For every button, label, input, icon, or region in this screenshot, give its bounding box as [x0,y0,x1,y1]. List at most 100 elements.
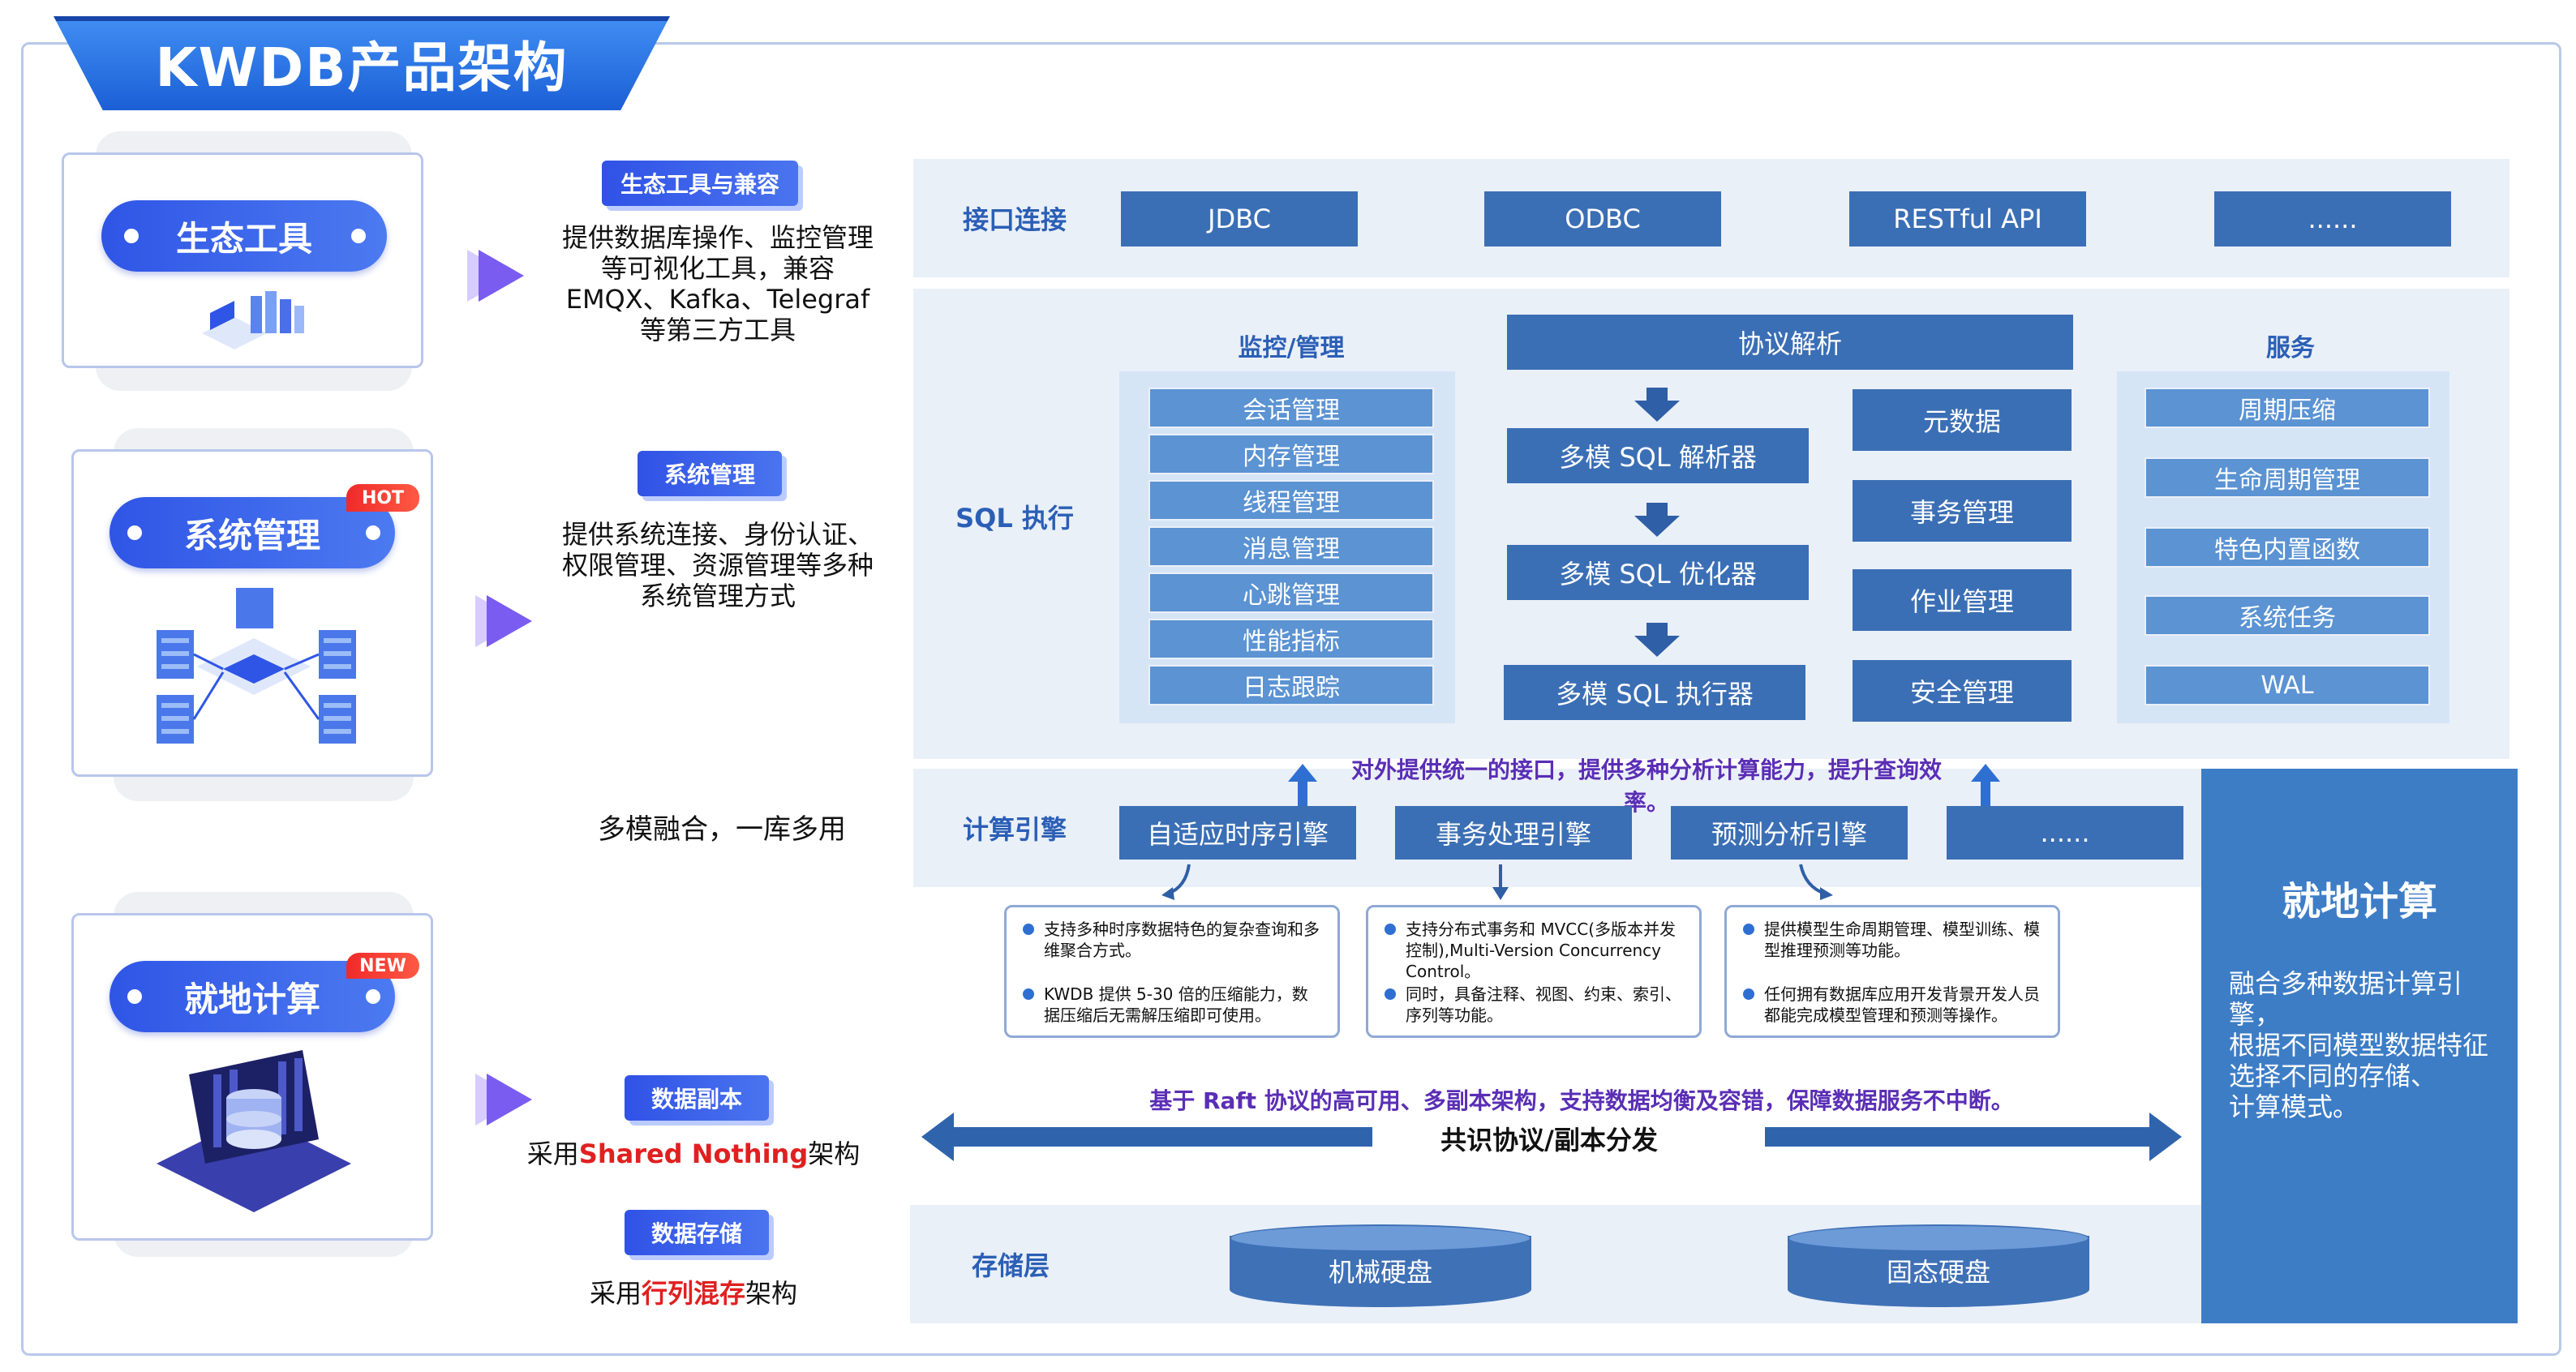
pill-dot [366,525,380,540]
consensus-banner: 基于 Raft 协议的高可用、多副本架构，支持数据均衡及容错，保障数据服务不中断… [1149,1087,2014,1114]
curved-arrow-icon [1799,864,1833,900]
monitor-item: 内存管理 [1148,434,1434,474]
hdd-cylinder-top [1230,1224,1531,1252]
service-item: 生命周期管理 [2145,457,2430,498]
desc-line: 计算模式。 [2229,1091,2359,1122]
engine-note-card: 支持分布式事务和 MVCC(多版本并发控制),Multi-Version Con… [1366,905,1702,1038]
note-item: 任何拥有数据库应用开发背景开发人员都能完成模型管理和预测等操作。 [1743,984,2043,1026]
outer-frame [21,42,2561,1356]
side-job: 作业管理 [1853,569,2072,631]
storage-label: 存储层 [971,1250,1050,1281]
new-badge: NEW [346,953,419,979]
pill-dot [127,525,142,540]
play-arrow-icon [487,1074,532,1125]
storage-ssd: 固态硬盘 [1886,1257,1990,1288]
desc-line: 等第三方工具 [639,315,796,345]
service-item: 特色内置函数 [2145,527,2430,568]
engine-predictive: 预测分析引擎 [1671,806,1908,860]
desc-line: 权限管理、资源管理等多种 [561,550,874,581]
interface-jdbc: JDBC [1121,191,1358,247]
desc-line: 提供数据库操作、监控管理 [561,222,874,253]
pill-dot [351,229,366,243]
down-arrow-stem [1646,503,1668,516]
down-arrow-stem [1646,623,1668,636]
note-text: 支持分布式事务和 MVCC(多版本并发控制),Multi-Version Con… [1406,920,1677,981]
engine-note-card: 提供模型生命周期管理、模型训练、模型推理预测等功能。 任何拥有数据库应用开发背景… [1724,905,2060,1038]
note-text: KWDB 提供 5-30 倍的压缩能力，数据压缩后无需解压缩即可使用。 [1044,984,1308,1025]
curved-arrow-icon [1161,864,1191,900]
hot-badge: HOT [346,484,419,512]
ssd-cylinder-top [1788,1224,2089,1252]
desc-line: 融合多种数据计算引擎， [2229,968,2463,1030]
desc-suffix: 架构 [745,1278,798,1309]
compute-label: 计算引擎 [962,814,1067,845]
desc-suffix: 架构 [808,1138,861,1169]
engine-more: ...... [1947,806,2183,860]
monitor-item: 性能指标 [1148,619,1434,659]
sql-executor: 多模 SQL 执行器 [1504,665,1805,720]
storage-tag: 数据存储 [625,1210,769,1255]
service-item: 系统任务 [2145,595,2430,636]
interface-restful: RESTful API [1849,191,2086,247]
sql-parser: 多模 SQL 解析器 [1507,428,1809,483]
system-card: 系统管理 HOT [71,449,433,777]
replica-description: 采用Shared Nothing架构 [503,1138,884,1169]
ecosystem-card: 生态工具 [62,152,423,368]
side-security: 安全管理 [1853,660,2072,722]
engine-transaction: 事务处理引擎 [1395,806,1632,860]
desc-line: EMQX、Kafka、Telegraf [565,284,870,315]
side-transaction: 事务管理 [1853,480,2072,542]
service-title: 服务 [2266,334,2315,362]
note-item: 同时，具备注释、视图、约束、索引、序列等功能。 [1385,984,1685,1026]
monitor-title: 监控/管理 [1238,334,1345,362]
right-arrow-icon [1765,1113,2182,1161]
desc-line: 等可视化工具，兼容 [600,253,835,284]
ecosystem-tag: 生态工具与兼容 [602,161,798,206]
monitor-item: 会话管理 [1148,388,1434,428]
desc-highlight: 行列混存 [641,1278,745,1309]
down-arrow-icon [1634,516,1680,537]
down-arrow-icon [1492,864,1509,900]
sql-optimizer: 多模 SQL 优化器 [1507,545,1809,600]
ecosystem-label: 生态工具 [175,218,312,259]
edge-compute-title: 就地计算 [2281,879,2437,924]
desc-line: 根据不同模型数据特征 [2229,1030,2489,1061]
monitor-item: 消息管理 [1148,526,1434,567]
title-tab [54,16,670,110]
compute-banner: 对外提供统一的接口，提供多种分析计算能力，提升查询效率。 [1350,757,1942,816]
note-item: 支持分布式事务和 MVCC(多版本并发控制),Multi-Version Con… [1385,919,1685,982]
side-metadata: 元数据 [1853,389,2072,451]
monitor-item: 线程管理 [1148,480,1434,521]
desc-prefix: 采用 [589,1278,642,1309]
note-text: 支持多种时序数据特色的复杂查询和多维聚合方式。 [1044,920,1320,960]
database-laptop-icon [157,1050,351,1212]
protocol-parse: 协议解析 [1507,315,2073,370]
pill-dot [124,229,139,243]
interface-odbc: ODBC [1484,191,1721,247]
edge-compute-description: 融合多种数据计算引擎， 根据不同模型数据特征 选择不同的存储、 计算模式。 [2229,968,2509,1122]
system-tag: 系统管理 [638,451,782,496]
page-title: KWDB产品架构 [155,36,569,99]
desc-prefix: 采用 [526,1138,579,1169]
note-text: 同时，具备注释、视图、约束、索引、序列等功能。 [1406,984,1681,1025]
consensus-label: 共识协议/副本分发 [1440,1125,1658,1155]
note-item: 支持多种时序数据特色的复杂查询和多维聚合方式。 [1023,919,1323,961]
service-item: WAL [2145,665,2430,705]
desc-line: 系统管理方式 [639,581,796,611]
play-arrow-icon [487,595,532,647]
down-arrow-icon [1634,636,1680,657]
system-label: 系统管理 [183,515,320,555]
pill-dot [366,989,380,1004]
server-cluster-icon [157,588,356,744]
monitor-item: 心跳管理 [1148,572,1434,613]
down-arrow-stem [1646,388,1668,401]
play-arrow-icon [479,250,524,302]
note-item: 提供模型生命周期管理、模型训练、模型推理预测等功能。 [1743,919,2043,961]
service-item: 周期压缩 [2145,388,2430,428]
down-arrow-icon [1634,401,1680,422]
left-arrow-icon [921,1113,1372,1161]
up-arrow-icon [1288,764,1317,806]
interface-label: 接口连接 [962,204,1067,235]
note-text: 提供模型生命周期管理、模型训练、模型推理预测等功能。 [1764,920,2040,960]
storage-description: 采用行列混存架构 [503,1278,884,1309]
